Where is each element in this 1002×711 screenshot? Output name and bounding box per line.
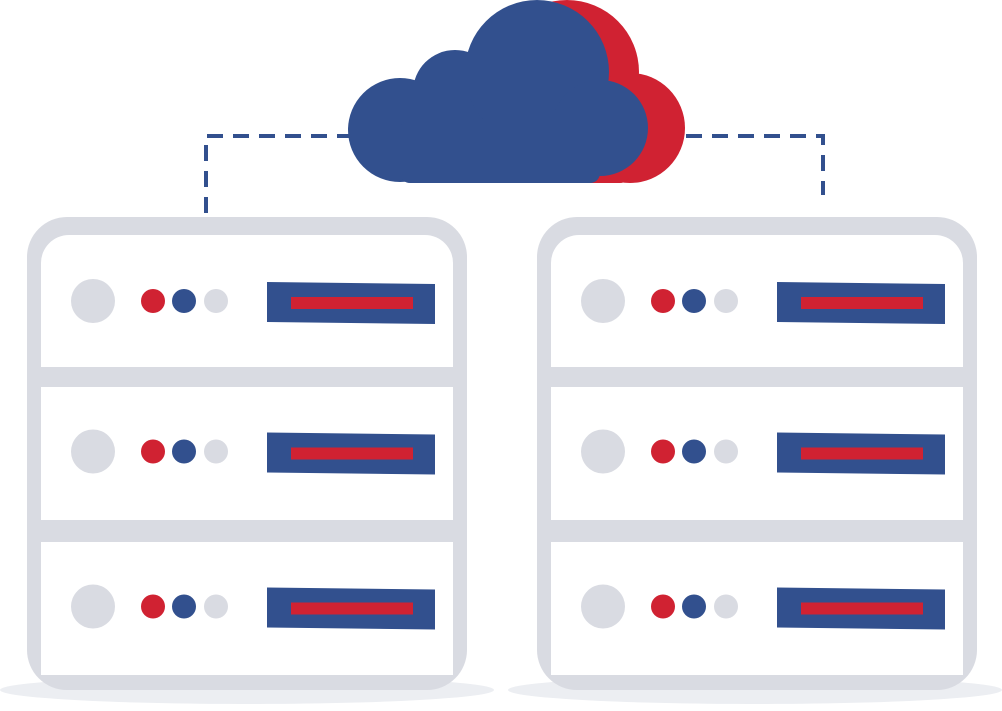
status-led-blue xyxy=(172,594,196,619)
status-led-blue xyxy=(682,289,706,313)
left-connection-line xyxy=(204,134,350,213)
status-led-blue xyxy=(682,439,706,464)
status-led-gray xyxy=(714,289,738,313)
server-unit xyxy=(41,235,453,367)
status-led-red xyxy=(651,439,675,464)
power-button-icon xyxy=(581,279,625,323)
power-button-icon xyxy=(71,429,115,474)
drive-slot xyxy=(801,297,923,309)
status-led-red xyxy=(141,594,165,619)
server-unit xyxy=(551,542,963,675)
server-unit xyxy=(41,542,453,675)
power-button-icon xyxy=(71,279,115,323)
status-led-blue xyxy=(172,439,196,464)
power-button-icon xyxy=(71,584,115,629)
status-led-gray xyxy=(204,289,228,313)
status-led-blue xyxy=(682,594,706,619)
status-led-gray xyxy=(714,439,738,464)
status-led-gray xyxy=(204,439,228,464)
right-connection-line xyxy=(660,134,825,195)
drive-slot xyxy=(291,447,413,460)
power-button-icon xyxy=(581,584,625,629)
status-led-red xyxy=(651,594,675,619)
right-server xyxy=(537,217,977,690)
status-led-red xyxy=(141,439,165,464)
server-unit xyxy=(551,235,963,367)
drive-slot xyxy=(801,447,923,460)
status-led-blue xyxy=(172,289,196,313)
drive-slot xyxy=(291,297,413,309)
power-button-icon xyxy=(581,429,625,474)
cloud-icon xyxy=(348,0,685,183)
drive-slot xyxy=(801,602,923,615)
left-server xyxy=(27,217,467,690)
status-led-red xyxy=(651,289,675,313)
server-unit xyxy=(41,387,453,520)
status-led-gray xyxy=(204,594,228,619)
status-led-gray xyxy=(714,594,738,619)
status-led-red xyxy=(141,289,165,313)
server-unit xyxy=(551,387,963,520)
drive-slot xyxy=(291,602,413,615)
